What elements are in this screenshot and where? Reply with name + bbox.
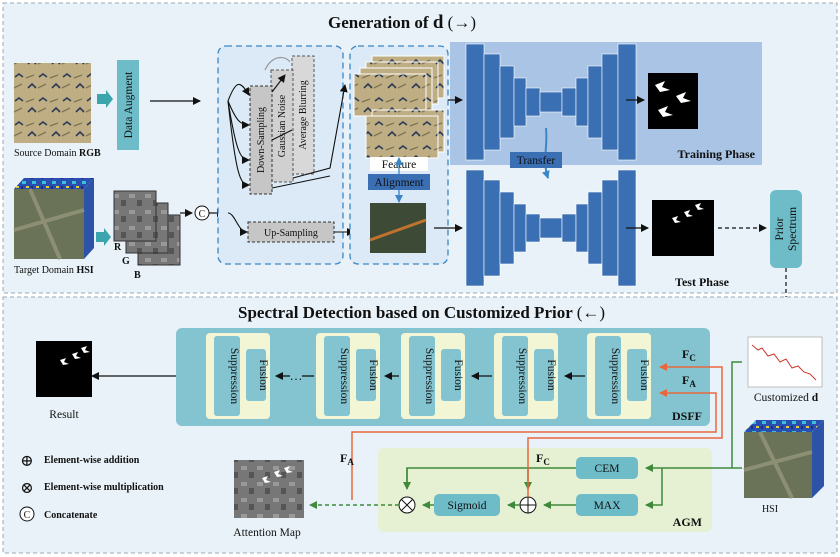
attention-map-planes (262, 466, 293, 483)
band-r-image (113, 190, 157, 242)
source-rgb-image (14, 63, 91, 143)
down-sampling-label: Down-Sampling (256, 107, 267, 173)
teal-arrow-source (97, 90, 113, 108)
training-phase-label: Training Phase (678, 147, 756, 161)
sigmoid-box (434, 494, 500, 516)
alignment-label: Alignment (374, 177, 424, 189)
test-output-map (652, 200, 714, 256)
attention-map-image (234, 460, 304, 518)
hsi-label: HSI (762, 504, 778, 515)
target-hsi-cube (13, 178, 94, 260)
prior-spectrum-label-1: Prior (774, 217, 786, 240)
training-network (465, 43, 637, 161)
fusion-label-3: Fusion (452, 359, 464, 391)
gray-loop-arrow (264, 56, 291, 71)
legend-text-multiplication: Element-wise multiplication (44, 482, 164, 493)
test-output-planes (672, 203, 704, 223)
up-sampling-label: Up-Sampling (264, 228, 318, 239)
orange-feature-flows (351, 363, 723, 500)
dsff-block-4 (494, 333, 558, 419)
generation-title: Generation of d (→) (328, 12, 476, 33)
legend-symbol-addition: ⊕ (20, 453, 33, 470)
average-blurring-label: Average Blurring (298, 80, 309, 150)
source-domain-label: Source Domain RGB (14, 148, 101, 159)
alignment-label-box (368, 174, 430, 190)
dsff-label: DSFF (672, 409, 702, 423)
dsff-block-5 (587, 333, 651, 419)
customized-d-label: Customized d (754, 392, 819, 404)
result-label: Result (49, 409, 79, 421)
fusion-label-5: Fusion (638, 359, 650, 391)
detection-title: Spectral Detection based on Customized P… (238, 303, 605, 322)
legend-concatenate-icon (19, 506, 35, 522)
fusion-label-4: Fusion (545, 359, 557, 391)
suppression-label-5: Suppression (609, 348, 621, 404)
band-label-b: B (134, 270, 141, 281)
training-output-planes (655, 81, 691, 117)
legend-symbol-concatenate: C (24, 510, 31, 521)
cem-label: CEM (595, 463, 620, 475)
fc-label-dsff: FC (682, 347, 696, 363)
concat-to-upsampling-flow (227, 212, 248, 236)
augmented-image-stack (353, 55, 445, 159)
fusion-label-2: Fusion (367, 359, 379, 391)
customized-spectrum-plot (747, 336, 823, 388)
fa-label-dsff: FA (682, 373, 696, 389)
augmentation-flows (227, 74, 348, 189)
teal-arrow-target (96, 228, 111, 246)
transfer-label-box (510, 152, 562, 168)
fusion-label-1: Fusion (257, 359, 269, 391)
addition-icon-cross (520, 497, 536, 513)
target-sample-image (370, 203, 426, 253)
max-box (576, 494, 638, 516)
customized-spectrum-curve (751, 344, 817, 381)
max-label: MAX (594, 500, 622, 512)
dsff-ellipsis: … (290, 368, 303, 383)
test-phase-label: Test Phase (675, 275, 730, 289)
test-network (465, 169, 637, 287)
legend-symbol-multiplication: ⊗ (20, 480, 33, 497)
legend-text-addition: Element-wise addition (44, 455, 140, 466)
agm-label: AGM (673, 515, 702, 529)
sigmoid-label: Sigmoid (448, 500, 487, 512)
multiplication-icon-cross (401, 499, 413, 511)
data-augment-box (117, 60, 139, 150)
attention-map-label: Attention Map (233, 527, 301, 539)
fa-label-agm: FA (340, 451, 354, 467)
result-planes (60, 346, 90, 365)
transfer-label: Transfer (517, 155, 556, 167)
cem-box (576, 457, 638, 479)
suppression-label-3: Suppression (423, 348, 435, 404)
prior-spectrum-box (770, 190, 802, 268)
band-label-r: R (114, 242, 122, 253)
dsff-block-2 (316, 333, 380, 419)
suppression-label-2: Suppression (338, 348, 350, 404)
suppression-label-4: Suppression (516, 348, 528, 404)
fc-label-agm: FC (536, 451, 550, 467)
data-augment-label: Data Augment (123, 71, 135, 139)
gaussian-noise-label: Gaussian Noise (277, 94, 288, 157)
concatenate-symbol: C (199, 209, 206, 220)
target-domain-label: Target Domain HSI (14, 265, 94, 276)
target-sample-road (369, 218, 427, 242)
hsi-cube-bottom (743, 420, 824, 499)
suppression-label-1: Suppression (228, 348, 240, 404)
dsff-block-1 (206, 333, 270, 419)
band-label-g: G (122, 256, 130, 267)
dsff-block-3 (401, 333, 465, 419)
prior-spectrum-label-2: Spectrum (787, 207, 799, 251)
legend-text-concatenate: Concatenate (44, 510, 98, 521)
